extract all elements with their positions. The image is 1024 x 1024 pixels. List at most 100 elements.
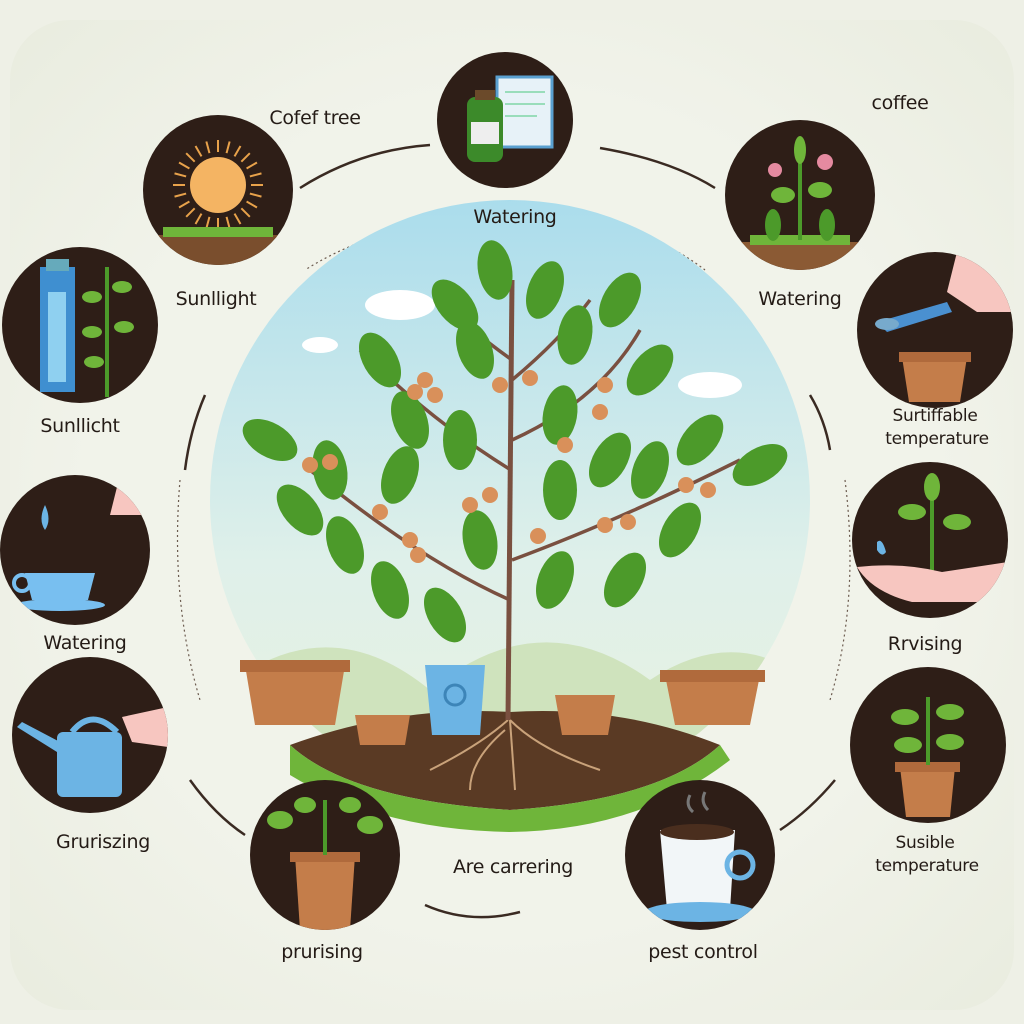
coffee-berry bbox=[678, 477, 694, 493]
coffee-berry bbox=[322, 454, 338, 470]
label-gruriszing: Gruriszing bbox=[56, 831, 150, 853]
pruning-shears-circle bbox=[857, 252, 1013, 408]
cup-icon bbox=[12, 475, 150, 611]
coffee-berry bbox=[402, 532, 418, 548]
tree-leaves bbox=[242, 240, 788, 643]
watering-can-icon bbox=[17, 707, 168, 797]
label-watering-left: Watering bbox=[43, 632, 127, 654]
coffee-berry bbox=[597, 377, 613, 393]
tree-trunk bbox=[505, 279, 515, 721]
sun-ray bbox=[205, 141, 211, 154]
sun-ray bbox=[249, 172, 262, 178]
leaf bbox=[242, 418, 298, 462]
sun-ray bbox=[185, 207, 196, 218]
leaf bbox=[603, 552, 647, 608]
leaf bbox=[626, 344, 674, 396]
coffee-berry bbox=[302, 457, 318, 473]
coffee-berry bbox=[417, 372, 433, 388]
leaf bbox=[423, 587, 467, 643]
cup-water-circle bbox=[0, 475, 150, 625]
sun-ray bbox=[233, 213, 242, 225]
roots bbox=[429, 719, 601, 791]
leaf bbox=[381, 446, 419, 504]
leaf bbox=[732, 443, 788, 487]
sun-ray bbox=[240, 152, 251, 163]
cloud bbox=[365, 290, 435, 320]
sprout-icon bbox=[725, 136, 875, 270]
leaf bbox=[598, 272, 642, 328]
cycle-arrows bbox=[183, 143, 836, 919]
hand-seedling-icon bbox=[857, 473, 1008, 602]
dotted-arc-right bbox=[829, 479, 851, 701]
sun-ray bbox=[246, 200, 258, 209]
coffee-berry bbox=[372, 504, 388, 520]
leaf bbox=[536, 551, 574, 609]
mug bbox=[425, 665, 485, 735]
label-watering-top: Watering bbox=[473, 206, 557, 228]
sun-ray bbox=[178, 200, 190, 209]
label-are-carrering: Are carrering bbox=[452, 856, 574, 878]
small-pots bbox=[240, 660, 765, 745]
cloud bbox=[302, 337, 338, 353]
sun-ray bbox=[233, 145, 242, 157]
coffee-berry bbox=[530, 528, 546, 544]
watering-can-circle bbox=[12, 657, 168, 813]
arrow-left-lower bbox=[188, 779, 246, 837]
watering-circle-top bbox=[437, 52, 573, 188]
coffee-cup-icon bbox=[645, 791, 756, 922]
label-sunlicht: Sunllicht bbox=[40, 415, 120, 437]
sun-ray bbox=[240, 207, 251, 218]
sunlight-circle bbox=[143, 115, 293, 265]
potted-plant-icon bbox=[891, 697, 964, 817]
sun-ray bbox=[194, 213, 203, 225]
leaf bbox=[557, 305, 593, 365]
dotted-arc-left bbox=[176, 479, 201, 701]
label-prurising: prurising bbox=[281, 941, 363, 963]
grass bbox=[290, 745, 730, 832]
leaf bbox=[676, 414, 724, 466]
leaf bbox=[391, 391, 429, 449]
sun-ray bbox=[205, 216, 211, 229]
hand-plant-circle bbox=[852, 462, 1008, 618]
leaf bbox=[477, 240, 513, 300]
leaf bbox=[543, 460, 577, 520]
coffee-berry bbox=[522, 370, 538, 386]
sun-icon bbox=[173, 140, 263, 230]
sun-ray bbox=[246, 161, 258, 170]
water-drop-icon bbox=[41, 505, 49, 530]
sun-ray bbox=[225, 141, 231, 154]
label-watering-right: Watering bbox=[758, 288, 842, 310]
arrow-top-left bbox=[299, 143, 431, 190]
leaf bbox=[456, 321, 494, 379]
annotation-coffee-tree: Cofef tree bbox=[269, 107, 361, 129]
leaf bbox=[526, 261, 564, 319]
sun-ray bbox=[194, 145, 203, 157]
label-temperature-lower: temperature bbox=[875, 856, 979, 876]
sun-ray bbox=[174, 172, 187, 178]
coffee-berry bbox=[407, 384, 423, 400]
leaf bbox=[658, 502, 702, 558]
coffee-berry bbox=[482, 487, 498, 503]
potted-plant-circle bbox=[850, 667, 1006, 823]
water-bottle-icon bbox=[40, 259, 134, 397]
steam-icon bbox=[686, 791, 710, 814]
sun-ray bbox=[225, 216, 231, 229]
bottle-plant-circle bbox=[2, 247, 158, 403]
coffee-berry bbox=[492, 377, 508, 393]
leaf bbox=[326, 516, 364, 574]
coffee-berry bbox=[592, 404, 608, 420]
cloud bbox=[678, 372, 742, 398]
arrow-left-upper bbox=[183, 394, 207, 471]
leaf bbox=[542, 385, 578, 445]
pruning-shears-icon bbox=[875, 252, 1013, 402]
sun-ray bbox=[249, 192, 262, 198]
sun-ray bbox=[185, 152, 196, 163]
coffee-berry bbox=[700, 482, 716, 498]
leaf bbox=[588, 432, 632, 488]
leaf bbox=[276, 484, 324, 536]
sun-ray bbox=[178, 161, 190, 170]
label-susible: Susible bbox=[895, 833, 955, 853]
arrow-top-right bbox=[599, 146, 716, 190]
coffee-berry bbox=[557, 437, 573, 453]
